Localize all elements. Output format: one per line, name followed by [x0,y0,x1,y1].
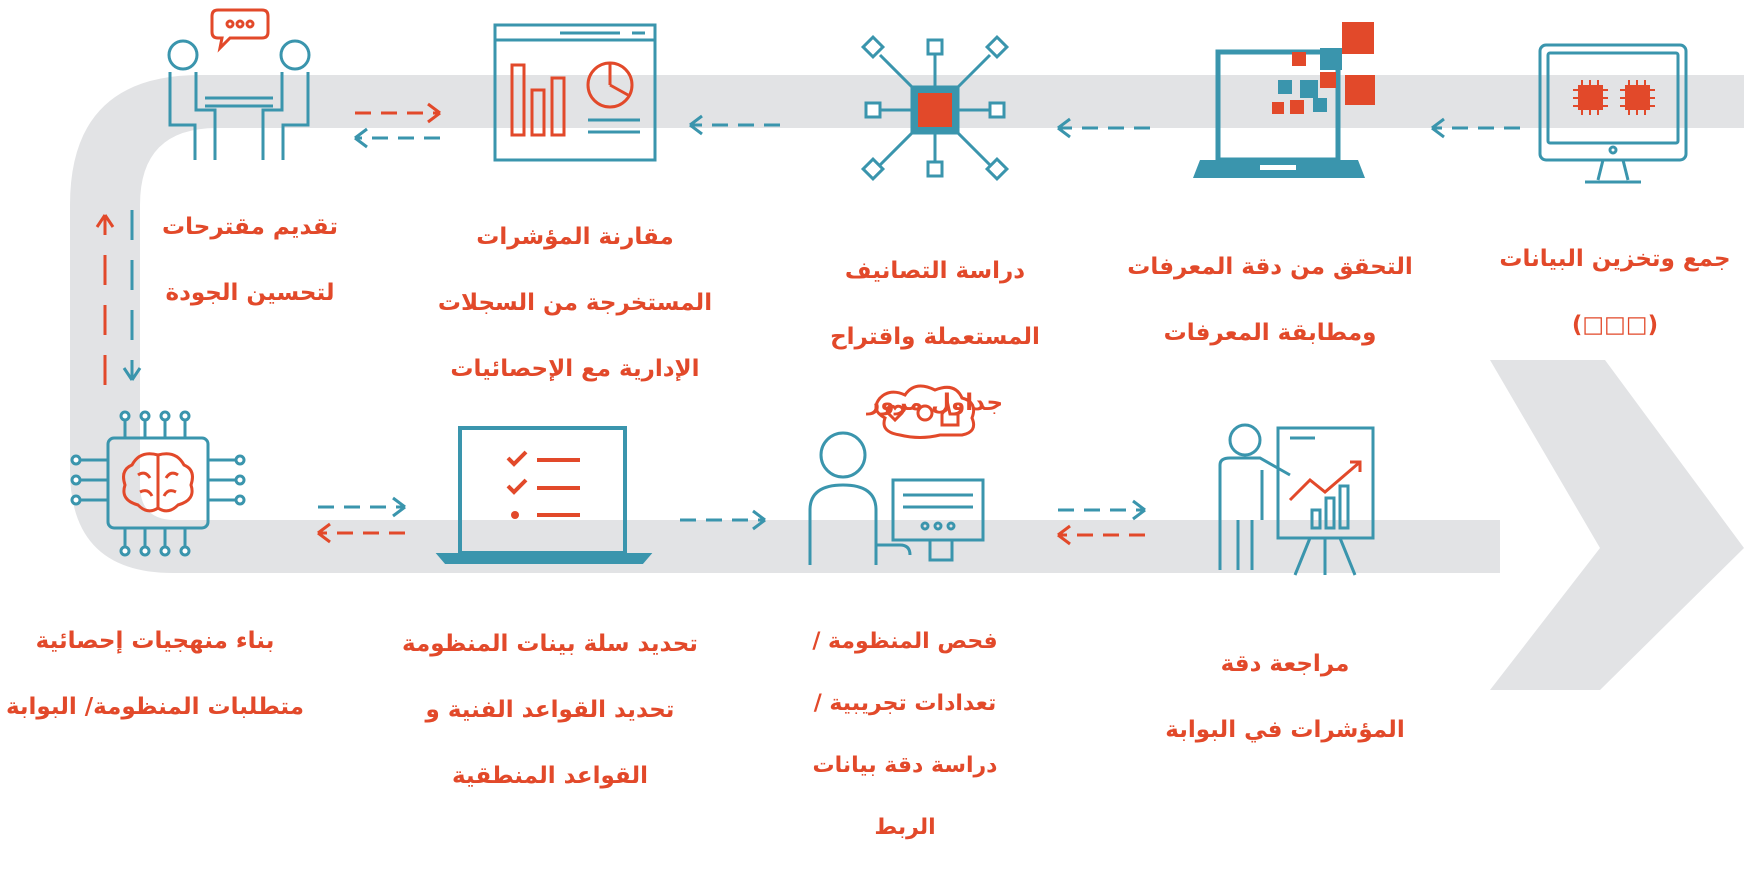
step-s2-label: التحقق من دقة المعرفات ومطابقة المعرفات [1120,218,1420,383]
step-s8-line3: دراسة دقة بيانات [812,753,998,778]
step-s7-label: تحديد سلة بينات المنظومة تحديد القواعد ا… [390,595,710,826]
laptop-checklist-icon [435,426,653,564]
step-s7-line2: تحديد القواعد الفنية و [425,697,675,723]
brain-chip-icon [70,410,246,557]
arrow-s4-s5-double [354,102,441,149]
step-s9-line1: مراجعة دقة [1220,651,1350,677]
step-s4-label: مقارنة المؤشرات المستخرجة من السجلات الإ… [425,188,725,419]
flow-band [70,75,1744,690]
step-s4-line1: مقارنة المؤشرات [476,224,674,250]
step-s7-line1: تحديد سلة بينات المنظومة [402,631,698,657]
step-s7-line3: القواعد المنطقية [451,763,648,789]
step-s8-line1: فحص المنظومة / [812,629,998,654]
arrow-s5-s6-double [95,210,142,385]
step-s3-line2: المستعملة واقتراح [830,324,1040,350]
step-s3-label: دراسة التصانيف المستعملة واقتراح جداول م… [800,222,1070,453]
step-s5-line1: تقديم مقترحات [162,214,338,240]
user-feedback-icon [808,384,985,565]
laptop-data-icon [1193,22,1375,178]
dashboard-chart-icon [493,23,657,162]
step-s2-line1: التحقق من دقة المعرفات [1127,254,1413,280]
step-s1-line1: جمع وتخزين البيانات [1499,246,1731,272]
meeting-discussion-icon [167,8,311,160]
step-s3-line3: جداول مرور [866,390,1004,416]
step-s4-line3: الإدارية مع الإحصائيات [450,356,700,382]
process-diagram [70,8,1744,690]
monitor-chips-icon [1538,43,1688,184]
arrow-s6-s7-double [317,496,406,544]
step-s8-line4: الربط [874,815,936,840]
step-s5-line2: لتحسين الجودة [165,280,335,306]
step-s6-label: بناء منهجيات إحصائية متطلبات المنظومة/ ا… [5,592,305,757]
step-s8-line2: تعدادات تجريبية / [813,691,997,716]
step-s5-label: تقديم مقترحات لتحسين الجودة [145,178,355,343]
arrow-s3-s4 [689,114,780,136]
step-s8-label: فحص المنظومة / تعدادات تجريبية / دراسة د… [790,595,1020,874]
step-s2-line2: ومطابقة المعرفات [1163,320,1377,346]
step-s6-line2: متطلبات المنظومة/ البوابة [5,694,305,720]
arrow-s1-s2 [1431,117,1520,139]
step-s1-label: جمع وتخزين البيانات (□□□) [1490,210,1740,375]
step-s9-line2: المؤشرات في البوابة [1165,717,1405,743]
arrow-s8-s9-double [1057,499,1146,546]
step-s1-line2: (□□□) [1571,312,1659,338]
step-s4-line2: المستخرجة من السجلات [437,290,713,316]
arrow-s2-s3 [1057,117,1150,139]
network-hub-icon [860,34,1010,182]
step-s6-line1: بناء منهجيات إحصائية [35,628,275,654]
step-s9-label: مراجعة دقة المؤشرات في البوابة [1150,615,1420,780]
step-s3-line1: دراسة التصانيف [844,258,1026,284]
arrow-s7-s8 [680,509,766,531]
presenter-chart-icon [1218,423,1375,576]
